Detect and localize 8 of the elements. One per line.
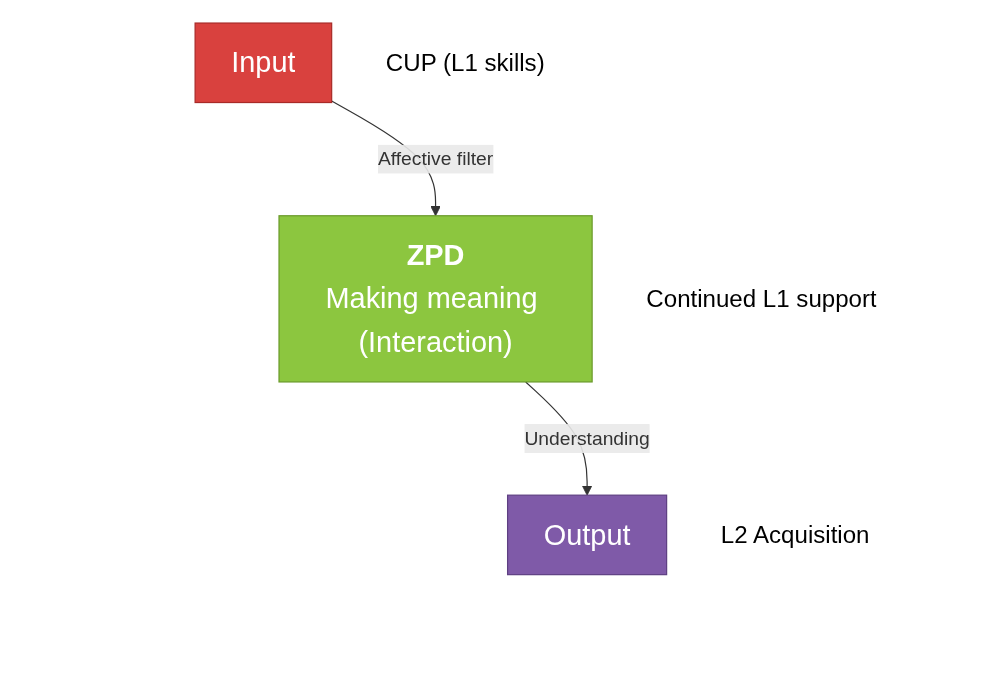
node-label: CUP (L1 skills) (385, 49, 545, 77)
node-box: Output (507, 494, 668, 576)
node-box: ZPD Making meaning (Interaction) (278, 215, 593, 383)
node-box: Input (194, 22, 333, 104)
node-label: Continued L1 support (646, 285, 877, 313)
edge-label: Affective filter (377, 148, 494, 169)
edge-label: Understanding (524, 427, 650, 449)
node-label: L2 Acquisition (720, 521, 870, 549)
